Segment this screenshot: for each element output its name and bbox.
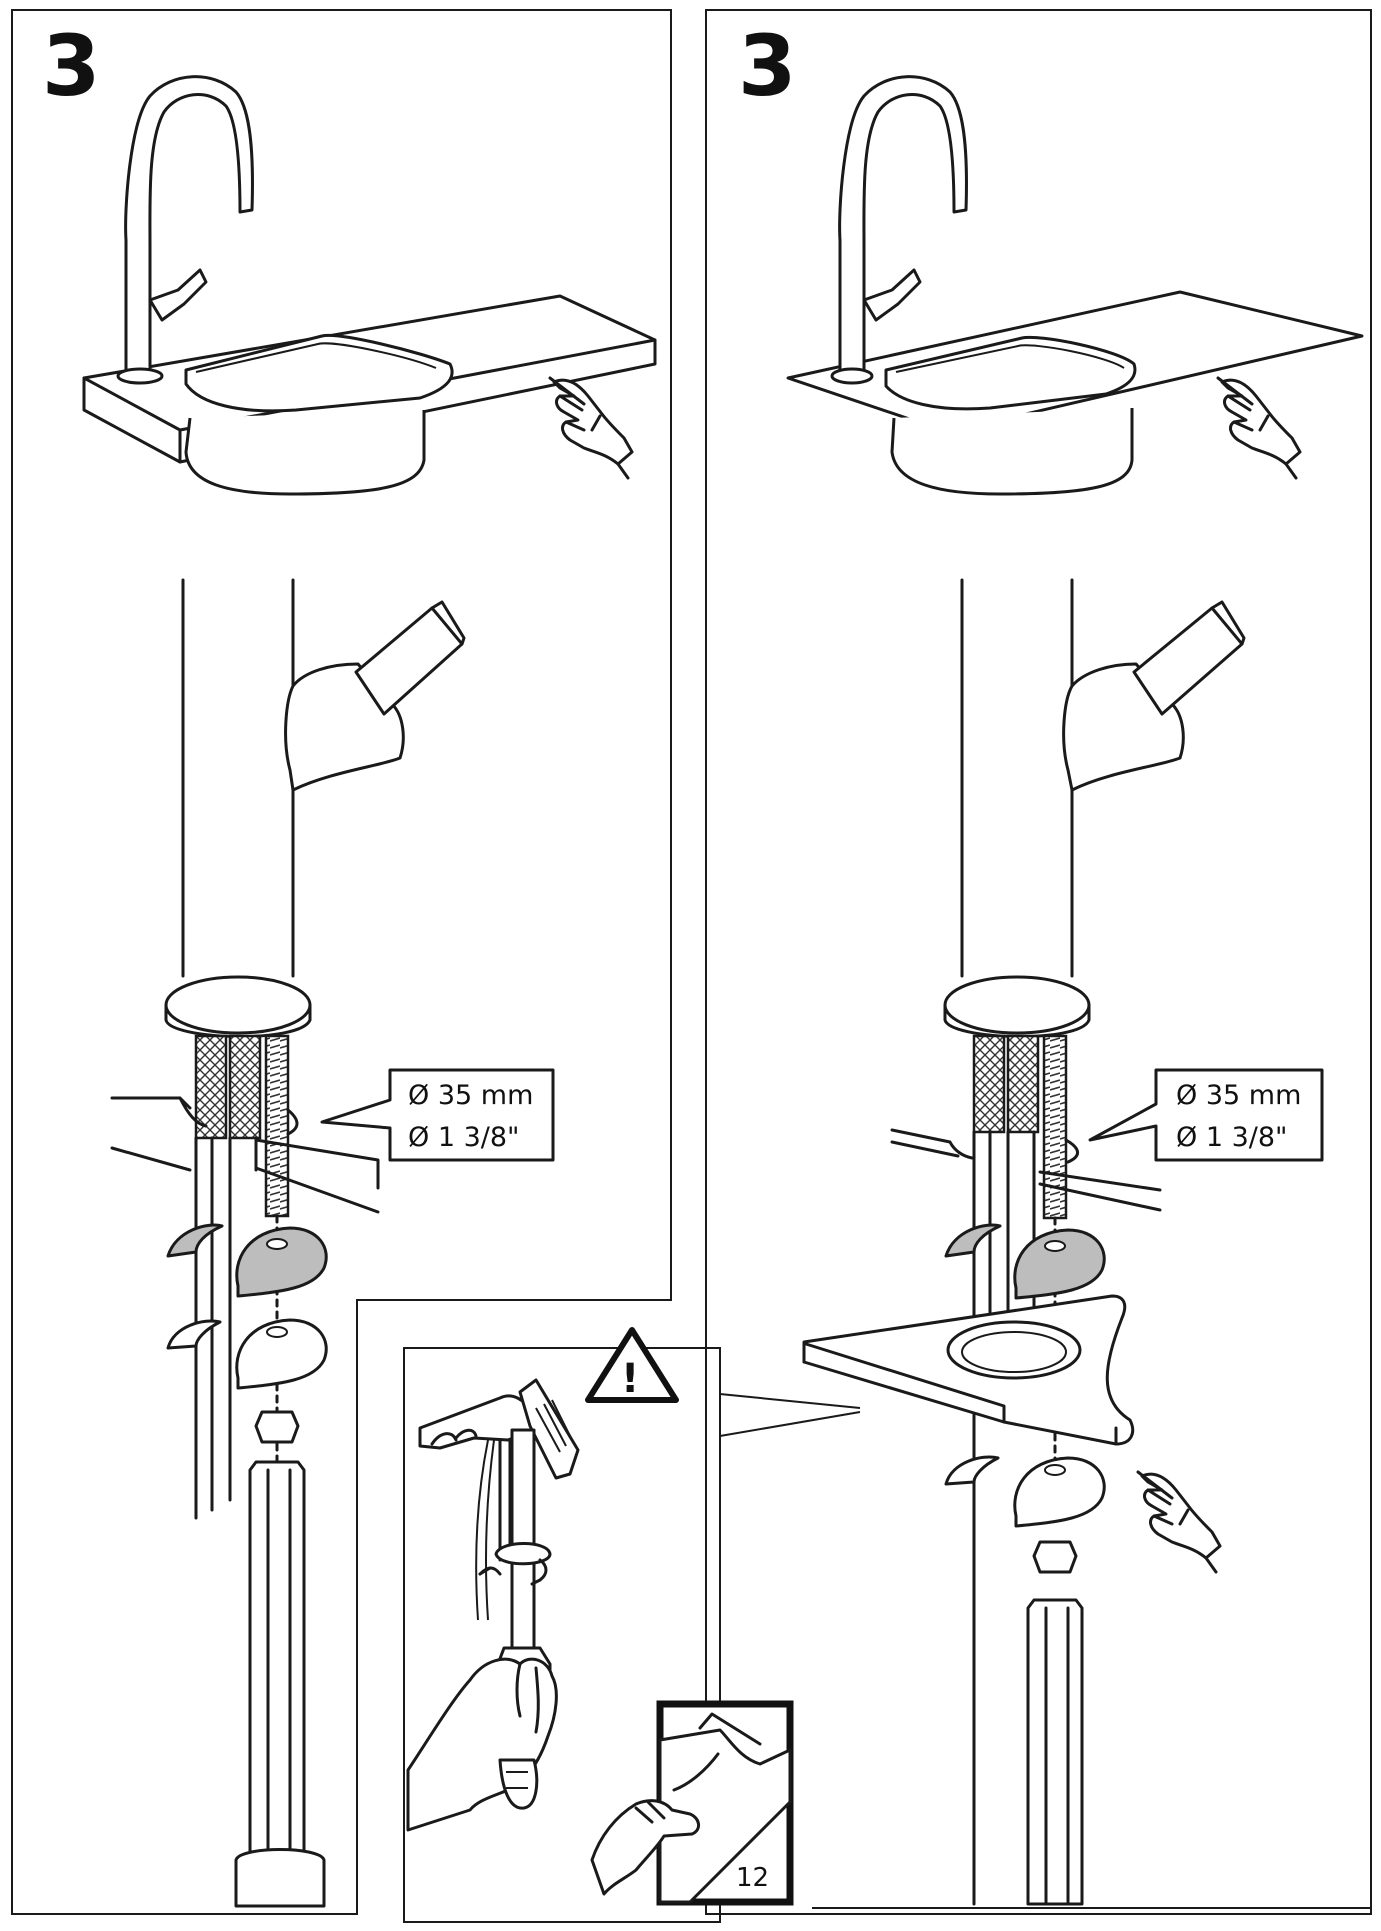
countertop-section bbox=[110, 1096, 380, 1214]
warning-panel: ! 12 bbox=[406, 1327, 794, 1906]
triangular-mounting-bracket bbox=[802, 1294, 1135, 1446]
callout-metric: Ø 35 mm bbox=[408, 1080, 533, 1111]
faucet-body-detail bbox=[164, 578, 466, 1038]
hand-pointing-icon bbox=[548, 376, 634, 480]
warning-panel-frame bbox=[403, 1347, 721, 1923]
svg-text:!: ! bbox=[621, 1356, 639, 1402]
hole-diameter-callout: Ø 35 mm Ø 1 3/8" bbox=[1088, 1068, 1324, 1162]
page-turn-icon: 12 bbox=[590, 1700, 794, 1906]
hand-pointing-icon bbox=[1136, 1470, 1222, 1574]
nut bbox=[254, 1410, 300, 1444]
nut bbox=[1032, 1540, 1078, 1574]
grey-washers bbox=[944, 1223, 1106, 1300]
hand-pointing-icon bbox=[1216, 376, 1302, 480]
page-reference-number: 12 bbox=[736, 1863, 769, 1893]
countertop-section bbox=[890, 1128, 1162, 1212]
wrench-tool-icon bbox=[418, 1378, 580, 1702]
warning-callout-pointer bbox=[719, 1393, 861, 1437]
callout-imperial: Ø 1 3/8" bbox=[1176, 1122, 1287, 1153]
hole-diameter-callout: Ø 35 mm Ø 1 3/8" bbox=[320, 1068, 555, 1162]
white-washers bbox=[166, 1318, 328, 1390]
left-panel-frame bbox=[11, 9, 672, 1915]
warning-triangle-icon: ! bbox=[585, 1327, 679, 1403]
faucet-overview-illustration bbox=[786, 75, 1364, 496]
socket-tube bbox=[234, 1460, 326, 1908]
socket-tube bbox=[1026, 1598, 1084, 1906]
step-number: 3 bbox=[738, 17, 796, 115]
hoses-and-rod bbox=[194, 1034, 290, 1520]
left-panel: 3 bbox=[42, 17, 657, 1908]
right-panel: 3 bbox=[738, 17, 1364, 1906]
right-panel-frame bbox=[705, 9, 1372, 1915]
faucet-body-detail bbox=[943, 578, 1246, 1038]
grey-washers bbox=[166, 1223, 328, 1298]
hand-holding-tool bbox=[406, 1657, 558, 1832]
callout-imperial: Ø 1 3/8" bbox=[408, 1122, 519, 1153]
white-washers bbox=[944, 1455, 1106, 1528]
step-number: 3 bbox=[42, 17, 100, 115]
faucet-overview-illustration bbox=[82, 75, 657, 496]
callout-metric: Ø 35 mm bbox=[1176, 1080, 1301, 1111]
